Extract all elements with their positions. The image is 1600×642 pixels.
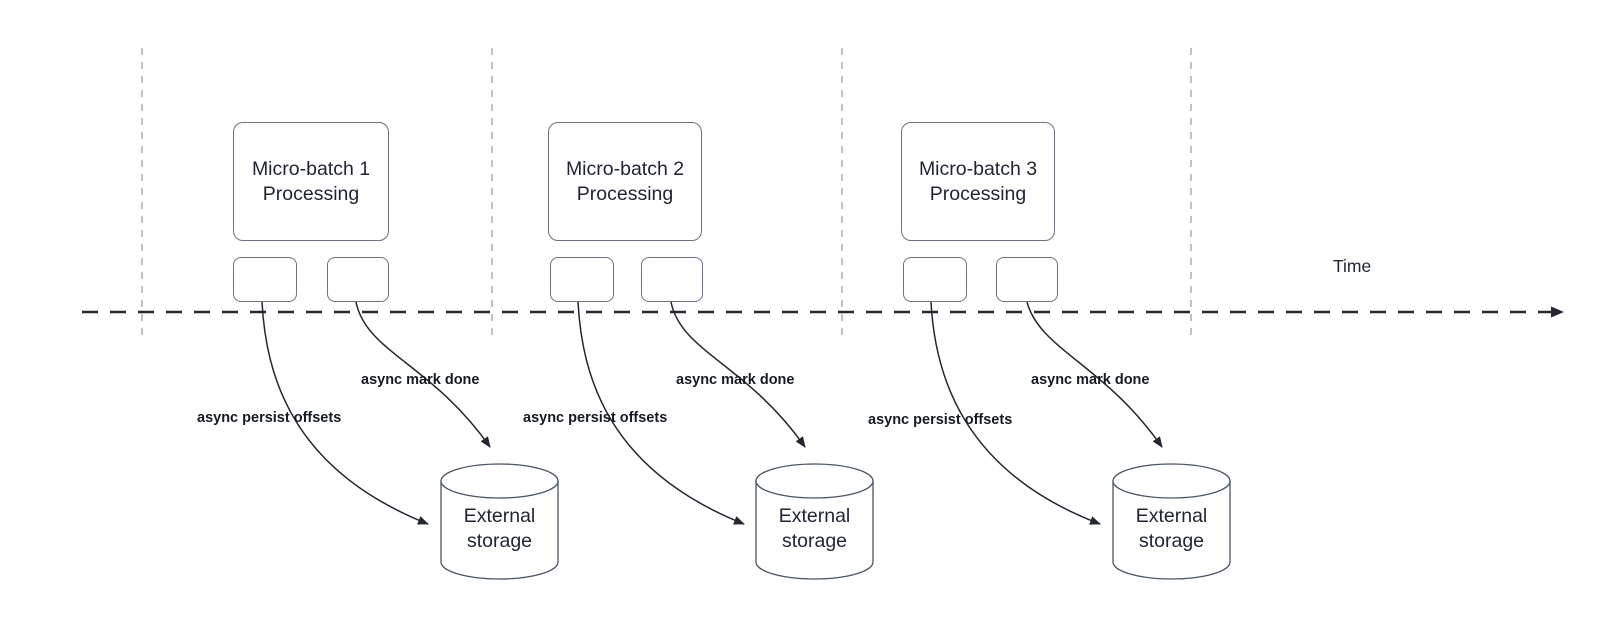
time-axis-label: Time bbox=[1333, 256, 1372, 276]
edge-label-async-persist-offsets-1: async persist offsets bbox=[197, 410, 342, 426]
micro-batch-2-mark-done-tick[interactable] bbox=[641, 257, 703, 302]
micro-batch-2-process-box[interactable]: Micro-batch 2 Processing bbox=[548, 122, 702, 241]
edge-label-async-mark-done-2: async mark done bbox=[676, 372, 795, 388]
edge-async-persist-offsets-1 bbox=[261, 301, 429, 525]
edge-async-persist-offsets-3 bbox=[930, 301, 1101, 525]
micro-batch-1-label-line2: Processing bbox=[262, 182, 360, 205]
edge-label-async-persist-offsets-3: async persist offsets bbox=[868, 412, 1013, 428]
edge-label-async-mark-done-1: async mark done bbox=[361, 372, 480, 388]
storage-cylinder-1 bbox=[440, 463, 559, 580]
storage-cylinder-3 bbox=[1112, 463, 1231, 580]
edge-async-persist-offsets-2 bbox=[577, 301, 745, 525]
edge-async-mark-done-2 bbox=[670, 301, 806, 448]
micro-batch-3-persist-offsets-tick[interactable] bbox=[903, 257, 967, 302]
edge-label-async-mark-done-3: async mark done bbox=[1031, 372, 1150, 388]
timeline-separators bbox=[141, 48, 1192, 335]
edge-async-mark-done-1 bbox=[355, 301, 491, 448]
micro-batch-1-label-line1: Micro-batch 1 bbox=[251, 157, 371, 180]
micro-batch-1-mark-done-tick[interactable] bbox=[327, 257, 389, 302]
micro-batch-3-label-line1: Micro-batch 3 bbox=[918, 157, 1038, 180]
edge-async-mark-done-3 bbox=[1026, 301, 1163, 448]
micro-batch-2-persist-offsets-tick[interactable] bbox=[550, 257, 614, 302]
edge-label-async-persist-offsets-2: async persist offsets bbox=[523, 410, 668, 426]
micro-batch-3-label-line2: Processing bbox=[929, 182, 1027, 205]
micro-batch-1-process-box[interactable]: Micro-batch 1 Processing bbox=[233, 122, 389, 241]
micro-batch-2-label-line2: Processing bbox=[576, 182, 674, 205]
micro-batch-2-label-line1: Micro-batch 2 bbox=[565, 157, 685, 180]
micro-batch-3-mark-done-tick[interactable] bbox=[996, 257, 1058, 302]
micro-batch-3-process-box[interactable]: Micro-batch 3 Processing bbox=[901, 122, 1055, 241]
micro-batch-1-persist-offsets-tick[interactable] bbox=[233, 257, 297, 302]
storage-cylinder-2 bbox=[755, 463, 874, 580]
